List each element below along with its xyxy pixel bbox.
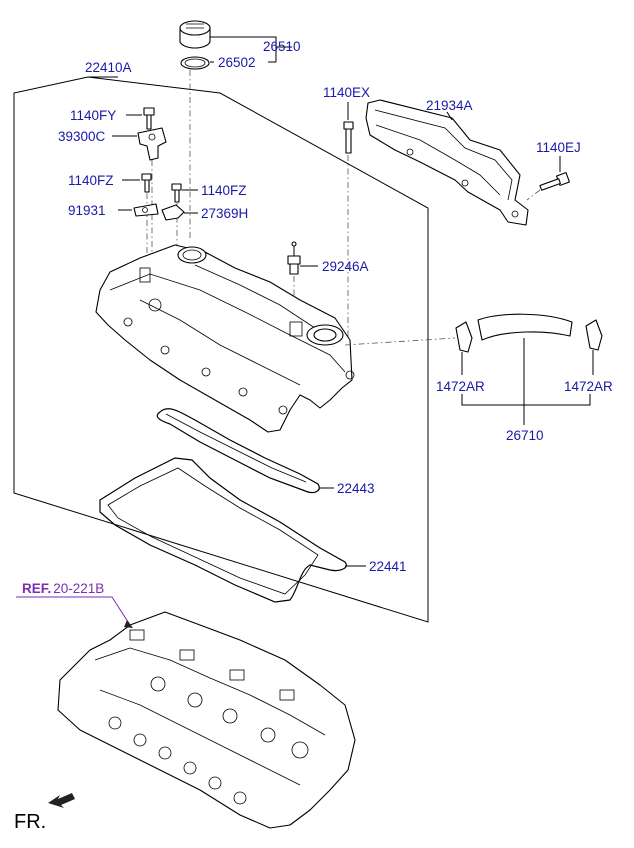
label-27369h: 27369H bbox=[201, 206, 248, 221]
label-1140ej: 1140EJ bbox=[536, 140, 581, 155]
label-91931: 91931 bbox=[68, 203, 106, 218]
bolt-1140fz-left[interactable] bbox=[141, 173, 152, 193]
cylinder-head-reference[interactable] bbox=[57, 611, 356, 829]
bolt-1140fy[interactable] bbox=[143, 107, 155, 130]
label-39300c: 39300C bbox=[58, 129, 106, 144]
label-26710: 26710 bbox=[506, 428, 544, 443]
oil-filler-cap[interactable] bbox=[179, 20, 211, 49]
label-1140fz-right: 1140FZ bbox=[201, 183, 247, 198]
label-1472ar-left: 1472AR bbox=[436, 379, 485, 394]
label-1140fz-left: 1140FZ bbox=[68, 173, 114, 188]
label-22441: 22441 bbox=[369, 559, 407, 574]
gasket-22443[interactable] bbox=[156, 408, 320, 494]
label-21934a: 21934A bbox=[426, 98, 473, 113]
sensor-29246a[interactable] bbox=[287, 241, 301, 275]
gasket-22441[interactable] bbox=[99, 457, 347, 603]
reference-code: 20-221B bbox=[53, 581, 104, 596]
bolt-1140fz-right[interactable] bbox=[171, 183, 182, 203]
clip-91931[interactable] bbox=[133, 203, 159, 217]
front-arrow-icon bbox=[48, 793, 75, 808]
reference-prefix: REF. bbox=[22, 581, 51, 596]
label-26510: 26510 bbox=[263, 39, 301, 54]
bolt-1140ex[interactable] bbox=[343, 121, 354, 154]
label-1472ar-right: 1472AR bbox=[564, 379, 613, 394]
label-29246a: 29246A bbox=[322, 259, 369, 274]
cylinder-head-cover[interactable] bbox=[95, 244, 355, 433]
reference-label[interactable]: REF.20-221B bbox=[22, 581, 104, 596]
hose-clamp-left[interactable] bbox=[455, 321, 473, 353]
bracket-27369h[interactable] bbox=[161, 204, 185, 221]
label-1140ex: 1140EX bbox=[323, 85, 370, 100]
label-22410a: 22410A bbox=[85, 60, 132, 75]
sensor-39300c[interactable] bbox=[137, 127, 167, 161]
bolt-1140ej[interactable] bbox=[539, 172, 570, 191]
label-1140fy: 1140FY bbox=[70, 108, 116, 123]
front-direction-label: FR. bbox=[14, 811, 46, 833]
hose-clamp-right[interactable] bbox=[585, 319, 603, 351]
label-26502: 26502 bbox=[218, 55, 256, 70]
label-22443: 22443 bbox=[337, 481, 375, 496]
pcv-hose[interactable] bbox=[477, 313, 573, 341]
heat-shield[interactable] bbox=[365, 99, 529, 226]
leader-26510 bbox=[210, 36, 277, 62]
assembly-boundary bbox=[13, 76, 429, 623]
